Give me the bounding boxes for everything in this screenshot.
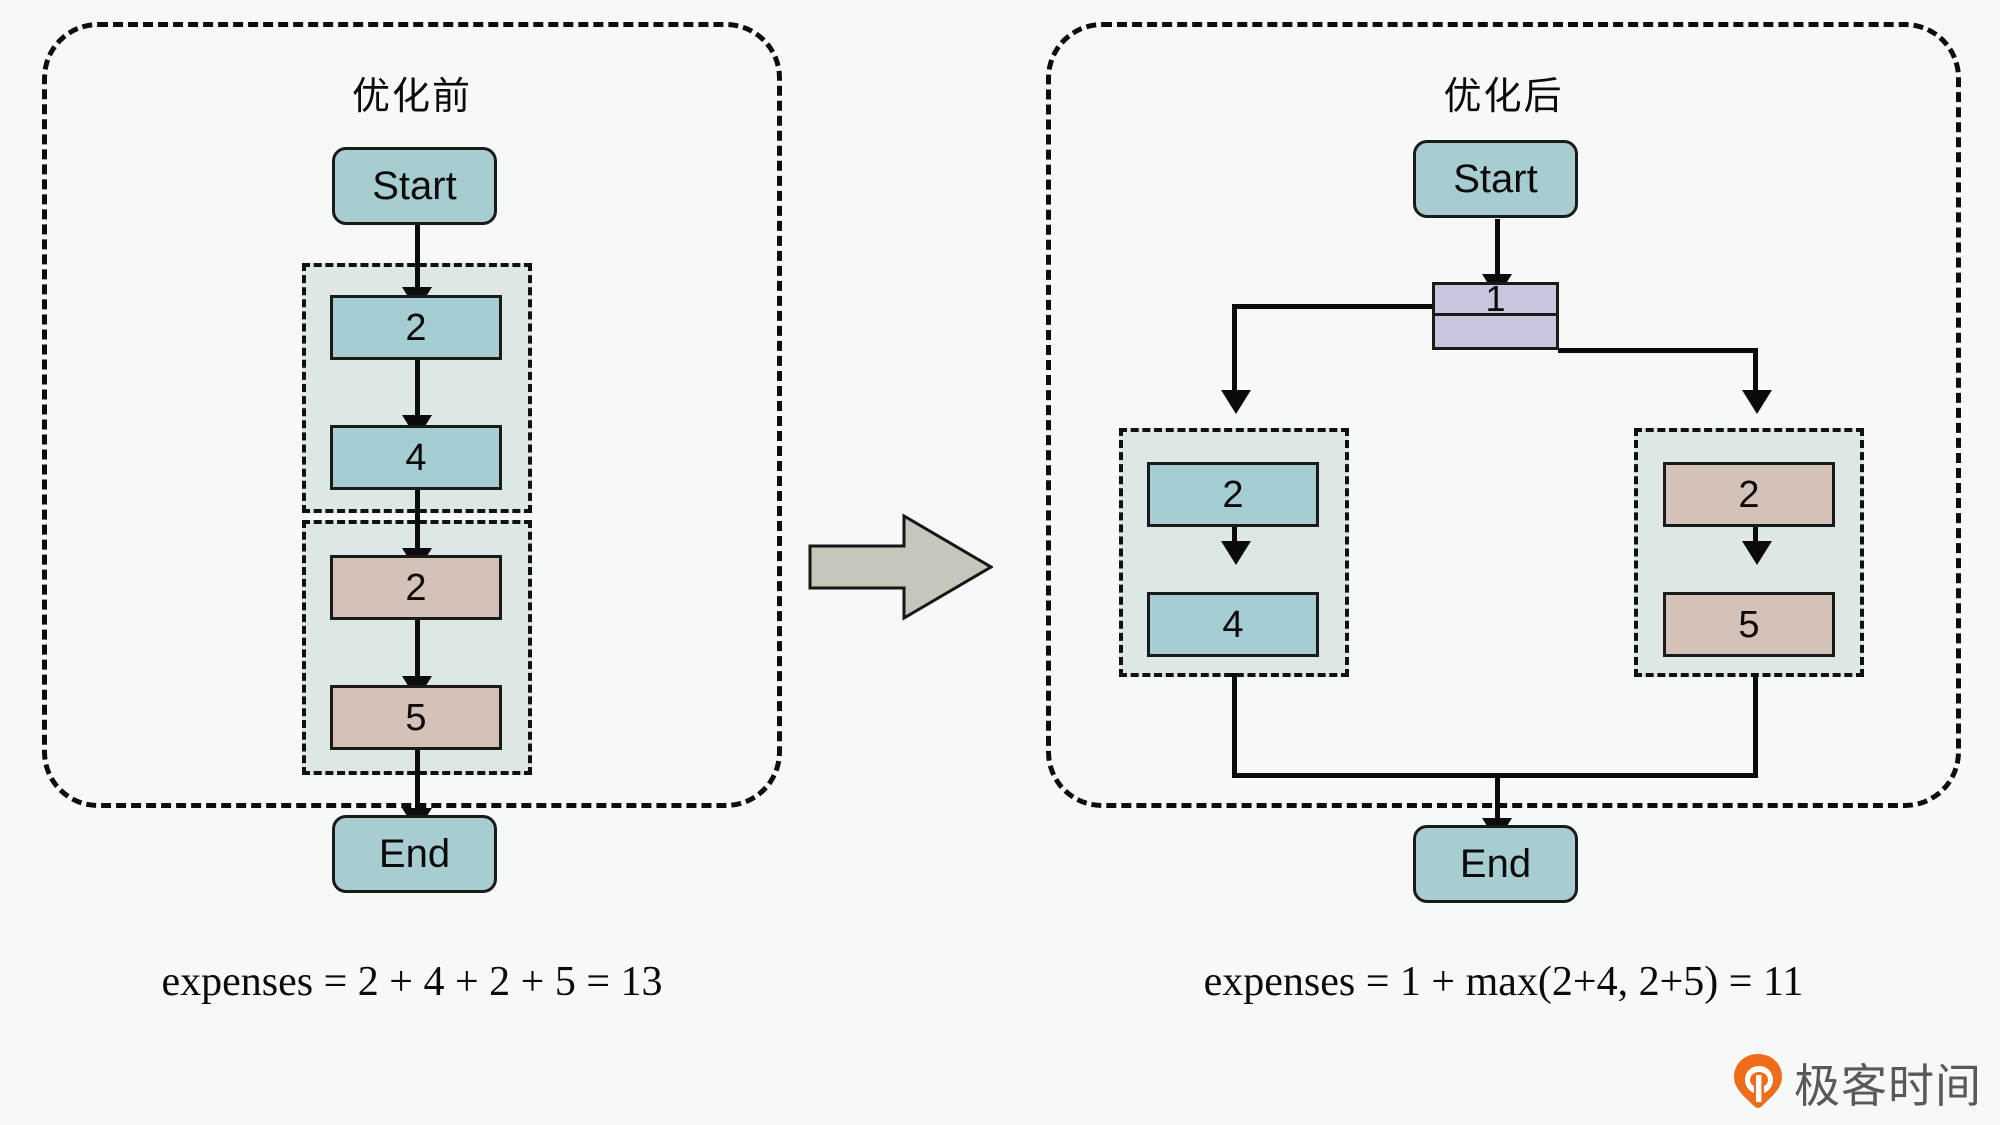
- edge-left-group-to-merge: [1232, 673, 1237, 778]
- node-before-b1-label: 2: [405, 306, 427, 349]
- node-after-l1[interactable]: 2: [1147, 462, 1319, 527]
- node-after-r2[interactable]: 5: [1663, 592, 1835, 657]
- edge-fork-right-vertical: [1753, 348, 1758, 396]
- node-before-b4-label: 5: [405, 696, 427, 739]
- node-after-r2-label: 5: [1738, 603, 1760, 646]
- geektime-logo-text: 极客时间: [1794, 1060, 1982, 1112]
- node-after-fork-top: 1: [1435, 281, 1556, 317]
- arrowhead-l1-to-l2: [1221, 541, 1251, 565]
- edge-fork-left-vertical: [1232, 304, 1237, 396]
- arrowhead-fork-to-right-group: [1742, 390, 1772, 414]
- node-after-start-label: Start: [1453, 157, 1538, 201]
- node-before-b1[interactable]: 2: [330, 295, 502, 360]
- node-after-fork-bottom: [1435, 316, 1556, 347]
- node-after-end-label: End: [1459, 842, 1532, 886]
- arrowhead-fork-to-left-group: [1221, 390, 1251, 414]
- edge-b1-to-b2: [415, 360, 420, 422]
- watermark-geektime: 极客时间: [1732, 1050, 1982, 1116]
- node-before-b3[interactable]: 2: [330, 555, 502, 620]
- panel-before-optimization: 优化前: [42, 22, 782, 808]
- node-before-b2-label: 4: [405, 436, 427, 479]
- node-after-r1[interactable]: 2: [1663, 462, 1835, 527]
- arrowhead-r1-to-r2: [1742, 541, 1772, 565]
- panel-before-title: 优化前: [351, 76, 472, 118]
- node-after-l1-label: 2: [1222, 473, 1244, 516]
- node-after-l2[interactable]: 4: [1147, 592, 1319, 657]
- node-after-fork-label: 1: [1485, 278, 1506, 319]
- edge-fork-left-horizontal: [1232, 304, 1432, 309]
- formula-before: expenses = 2 + 4 + 2 + 5 = 13: [161, 959, 663, 1005]
- node-before-b3-label: 2: [405, 566, 427, 609]
- node-after-l2-label: 4: [1222, 603, 1244, 646]
- node-before-end-label: End: [378, 832, 451, 876]
- node-before-b4[interactable]: 5: [330, 685, 502, 750]
- node-before-start[interactable]: Start: [332, 147, 497, 225]
- transition-arrow: [808, 512, 994, 622]
- node-before-end[interactable]: End: [332, 815, 497, 893]
- node-before-start-label: Start: [372, 164, 457, 208]
- edge-start-to-b1: [415, 225, 420, 295]
- geektime-logo-icon: [1732, 1053, 1784, 1114]
- edge-fork-right-horizontal: [1558, 348, 1758, 353]
- edge-merge-to-end: [1495, 773, 1500, 825]
- node-after-end[interactable]: End: [1413, 825, 1578, 903]
- formula-after: expenses = 1 + max(2+4, 2+5) = 11: [1203, 959, 1804, 1005]
- panel-after-optimization: 优化后: [1046, 22, 1961, 808]
- node-before-b2[interactable]: 4: [330, 425, 502, 490]
- edge-after-start-to-fork: [1495, 219, 1500, 281]
- edge-b4-to-end: [415, 750, 420, 816]
- node-after-fork[interactable]: 1: [1432, 281, 1559, 350]
- edge-right-group-to-merge: [1753, 673, 1758, 778]
- edge-b3-to-b4: [415, 620, 420, 682]
- edge-b2-to-b3: [415, 490, 420, 556]
- node-after-start[interactable]: Start: [1413, 140, 1578, 218]
- node-after-r1-label: 2: [1738, 473, 1760, 516]
- panel-after-title: 优化后: [1443, 76, 1564, 118]
